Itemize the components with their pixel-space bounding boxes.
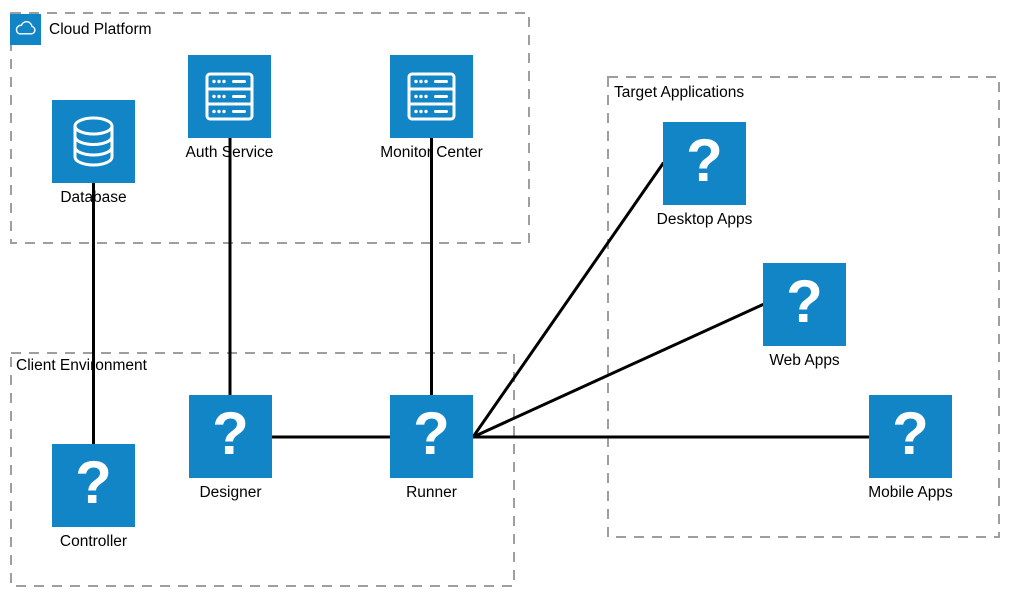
question-mark-icon: ? (686, 126, 723, 194)
node-label: Designer (199, 484, 262, 501)
node-web-apps: ? Web Apps (763, 263, 846, 369)
question-mark-icon: ? (75, 448, 112, 516)
cloud-glyph (15, 21, 36, 35)
question-mark-icon: ? (892, 399, 929, 467)
container-target-applications-border (607, 76, 1000, 538)
node-database: Database (52, 100, 135, 206)
node-controller: ? Controller (52, 444, 135, 550)
container-title-cloud-platform: Cloud Platform (49, 21, 152, 38)
node-label: Runner (406, 484, 457, 501)
container-client-environment-border (10, 352, 515, 587)
database-cylinder-icon (73, 116, 114, 167)
container-cloud-platform-border (10, 12, 530, 244)
node-desktop-apps: ? Desktop Apps (657, 122, 752, 228)
question-mark-icon: ? (212, 399, 249, 467)
node-label: Desktop Apps (656, 211, 753, 228)
node-monitor-center: Monitor Center (380, 55, 483, 161)
node-label: Mobile Apps (868, 484, 953, 501)
node-auth-service: Auth Service (186, 55, 273, 161)
container-title-target-applications: Target Applications (614, 84, 745, 101)
server-rack-icon (407, 72, 456, 121)
edge-runner-desktop-apps (471, 162, 665, 439)
edge-runner-web-apps (471, 303, 765, 439)
container-title-client-environment: Client Environment (16, 357, 147, 374)
node-mobile-apps: ? Mobile Apps (868, 395, 953, 501)
question-mark-icon: ? (413, 399, 450, 467)
node-label: Controller (59, 533, 128, 550)
node-label: Monitor Center (380, 144, 483, 161)
node-designer: ? Designer (189, 395, 272, 501)
node-label: Web Apps (769, 352, 840, 369)
node-label: Database (60, 189, 127, 206)
question-mark-icon: ? (786, 267, 823, 335)
node-runner: ? Runner (390, 395, 473, 501)
node-label: Auth Service (185, 144, 274, 161)
cloud-icon (10, 14, 41, 45)
server-rack-icon (205, 72, 254, 121)
